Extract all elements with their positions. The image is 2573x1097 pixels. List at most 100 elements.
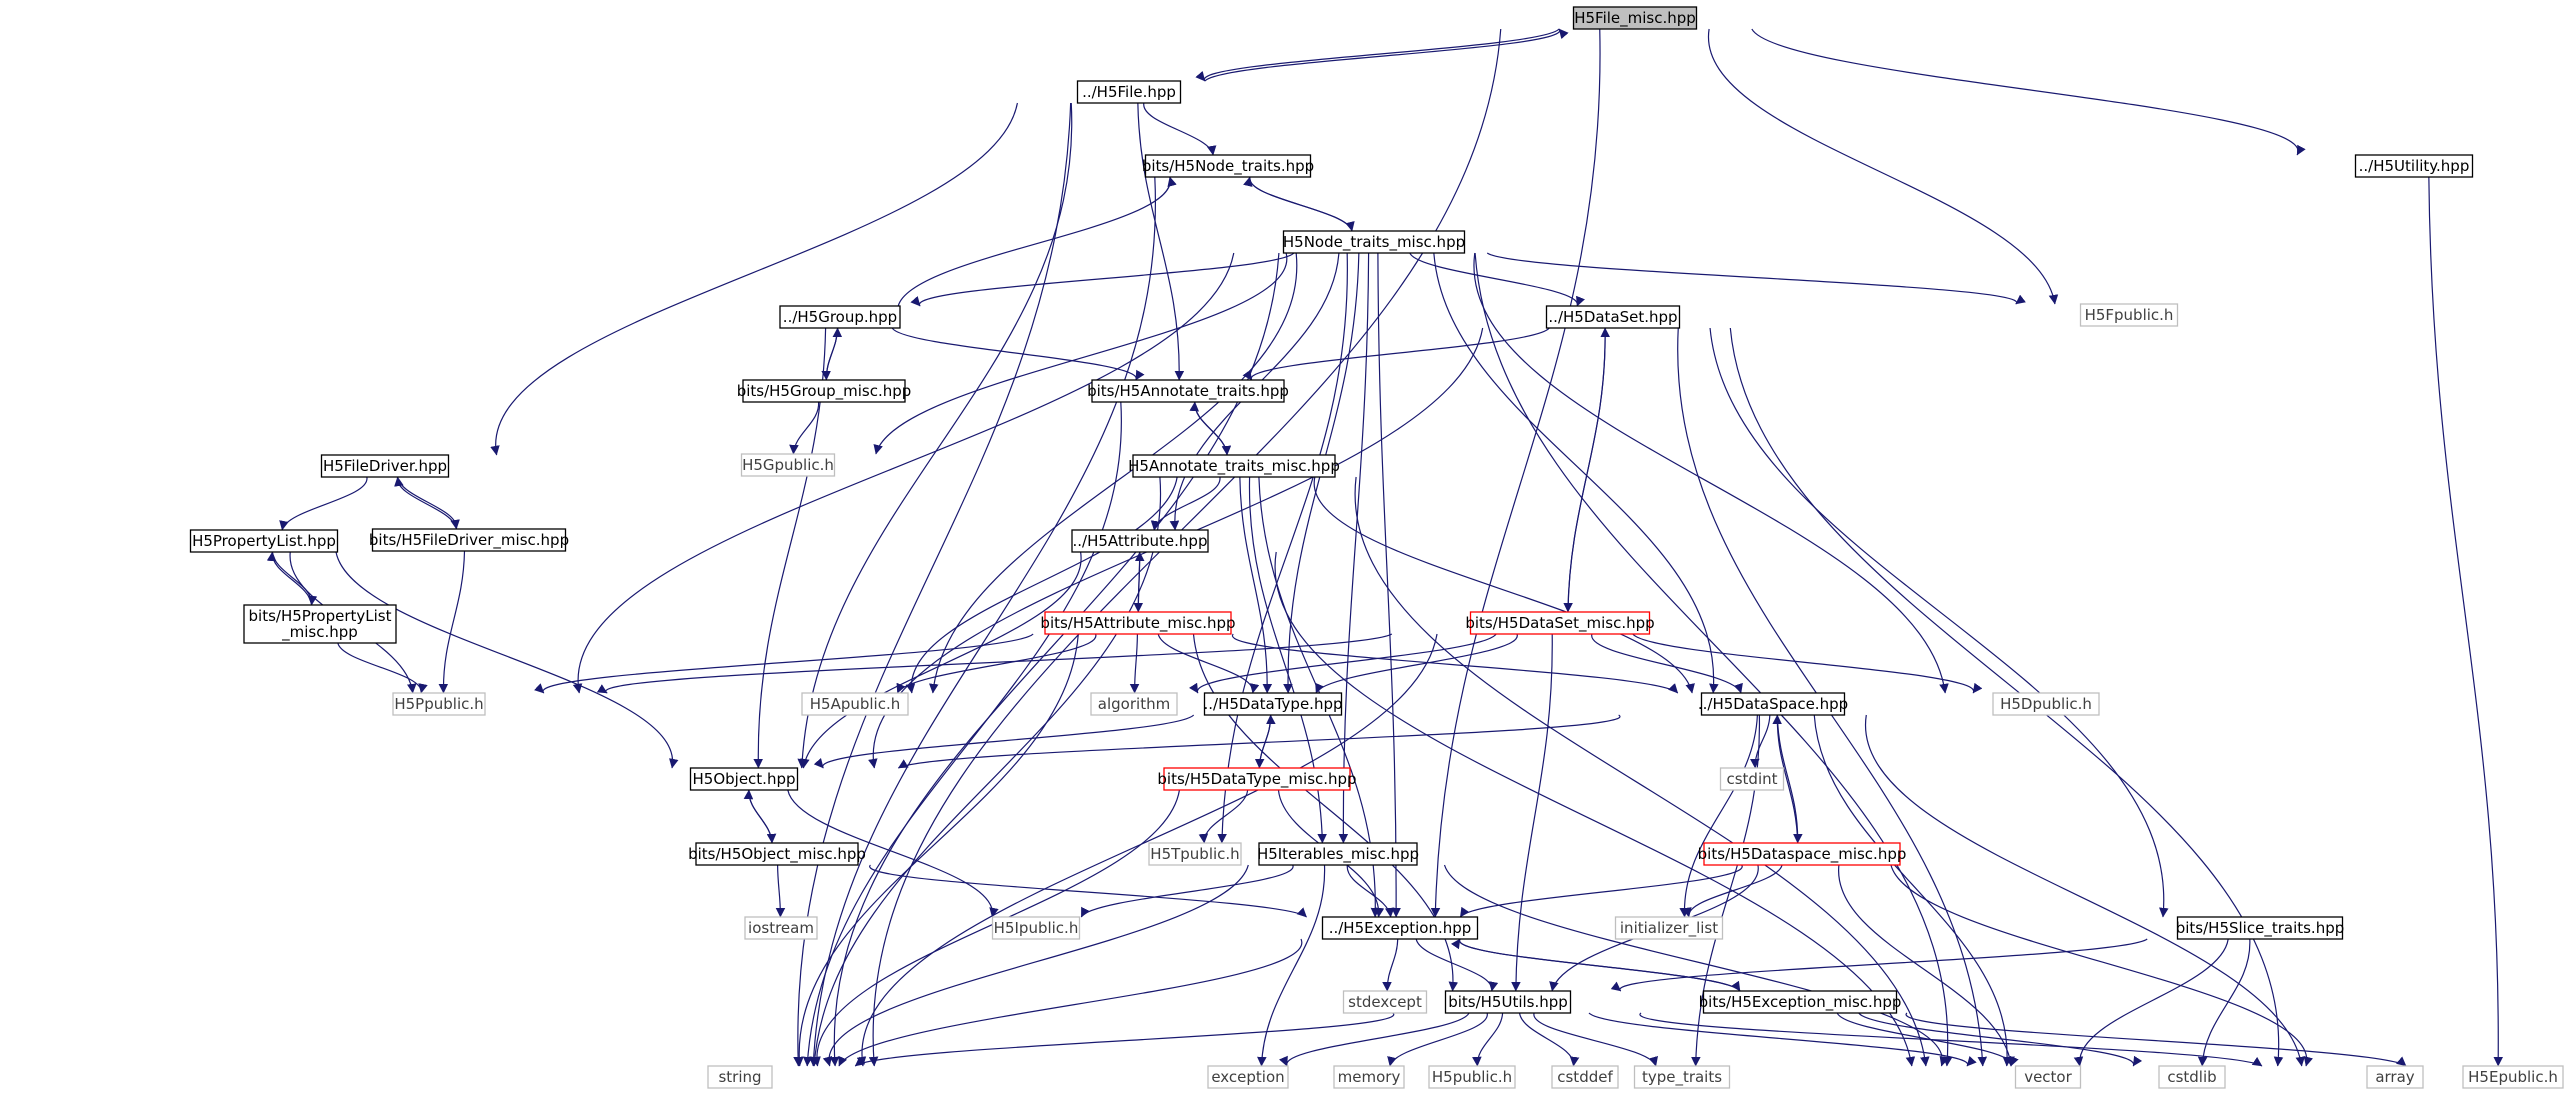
edge-dataspace-to-vector [1813, 714, 2013, 1067]
node-datatype[interactable]: ../H5DataType.hpp [1204, 692, 1343, 716]
node-nodetraitsmisc[interactable]: H5Node_traits_misc.hpp [1282, 230, 1466, 254]
node-label: bits/H5Utils.hpp [1448, 993, 1568, 1011]
node-exceptionmisc[interactable]: bits/H5Exception_misc.hpp [1699, 990, 1902, 1014]
node-dataspacemisc[interactable]: bits/H5Dataspace_misc.hpp [1698, 842, 1907, 866]
node-label: bits/H5PropertyList [249, 607, 392, 625]
edge-exception-to-stdexcept [1382, 938, 1399, 992]
node-attrmisc[interactable]: bits/H5Attribute_misc.hpp [1040, 611, 1236, 635]
node-label: H5public.h [1432, 1068, 1512, 1086]
node-plistmisc[interactable]: bits/H5PropertyList_misc.hpp [243, 604, 397, 644]
node-ppublic: H5Ppublic.h [392, 692, 486, 716]
node-box [243, 604, 397, 644]
node-box [2176, 916, 2344, 940]
node-iterablesmisc[interactable]: H5Iterables_misc.hpp [1257, 842, 1419, 866]
node-nodetraits[interactable]: bits/H5Node_traits.hpp [1142, 154, 1314, 178]
edge-annotatemisc-to-datatype [1239, 476, 1273, 694]
node-box [2462, 1065, 2564, 1089]
edge-file-to-annotate [1137, 102, 1185, 381]
node-box [189, 529, 339, 553]
node-ipublic: H5Ipublic.h [991, 916, 1081, 940]
node-label: H5Ipublic.h [994, 919, 1079, 937]
edge-objectmisc-to-iostream [775, 864, 786, 918]
node-label: H5Iterables_misc.hpp [1257, 845, 1419, 864]
edge-datasetmisc-to-dataset [1567, 327, 1610, 613]
edge-plistmisc-to-ppublic [337, 642, 428, 694]
edge-filedriver-to-filedrivermisc [396, 476, 460, 530]
edge-nodetraitsmisc-to-exception [1377, 252, 1401, 918]
node-utility[interactable]: ../H5Utility.hpp [2354, 154, 2474, 178]
node-root[interactable]: H5File_misc.hpp [1572, 6, 1698, 30]
node-array: array [2366, 1065, 2424, 1089]
node-file[interactable]: ../H5File.hpp [1076, 80, 1182, 104]
edge-annotatemisc-to-apublic [905, 476, 1178, 694]
node-box [1545, 305, 1681, 329]
node-filedrivermisc[interactable]: bits/H5FileDriver_misc.hpp [369, 528, 569, 552]
node-slicetraits[interactable]: bits/H5Slice_traits.hpp [2176, 916, 2345, 940]
node-label: memory [1338, 1068, 1401, 1086]
node-groupmisc[interactable]: bits/H5Group_misc.hpp [737, 379, 912, 403]
node-box [1091, 379, 1285, 403]
node-box [991, 916, 1081, 940]
edge-dataspacemisc-to-exception [1459, 864, 1743, 918]
node-datasetmisc[interactable]: bits/H5DataSet_misc.hpp [1465, 611, 1655, 635]
node-filedriver[interactable]: H5FileDriver.hpp [320, 454, 450, 478]
node-box [1992, 692, 2100, 716]
node-propertylist[interactable]: H5PropertyList.hpp [189, 529, 339, 553]
edge-exceptionmisc-to-exception [1450, 938, 1741, 992]
node-box [1144, 154, 1312, 178]
node-annotate[interactable]: bits/H5Annotate_traits.hpp [1087, 379, 1289, 403]
node-memory: memory [1333, 1065, 1405, 1089]
node-stdexception: exception [1207, 1065, 1289, 1089]
node-box [1090, 692, 1178, 716]
edge-attribute-to-vector [1274, 551, 1916, 1067]
node-datatypemisc[interactable]: bits/H5DataType_misc.hpp [1157, 767, 1357, 791]
node-label: H5PropertyList.hpp [192, 532, 336, 550]
node-attribute[interactable]: ../H5Attribute.hpp [1071, 529, 1209, 553]
node-box [1444, 990, 1572, 1014]
edge-dataset-to-annotate [1242, 327, 1550, 381]
edge-datasetmisc-to-ppublic [596, 633, 1393, 694]
node-label: stdexcept [1348, 993, 1422, 1011]
edge-file-to-object [797, 102, 1073, 769]
node-group[interactable]: ../H5Group.hpp [779, 305, 901, 329]
node-objectmisc[interactable]: bits/H5Object_misc.hpp [688, 842, 866, 866]
node-box [1132, 454, 1336, 478]
node-annotatemisc[interactable]: H5Annotate_traits_misc.hpp [1128, 454, 1340, 478]
node-box [2366, 1065, 2424, 1089]
node-label: algorithm [1098, 695, 1170, 713]
node-fpublic: H5Fpublic.h [2079, 303, 2179, 327]
node-dataspace[interactable]: ../H5DataSpace.hpp [1698, 692, 1848, 716]
node-box [1572, 6, 1698, 30]
node-label: bits/H5DataType_misc.hpp [1157, 770, 1356, 789]
node-box [1076, 80, 1182, 104]
node-label: bits/H5Attribute_misc.hpp [1040, 614, 1235, 633]
node-exception[interactable]: ../H5Exception.hpp [1321, 916, 1479, 940]
edge-datasetmisc-to-string [856, 633, 1438, 1067]
edge-utils-to-array [1639, 1012, 2263, 1067]
edge-file-to-filedriver [490, 102, 1018, 456]
node-box [1700, 692, 1846, 716]
node-utils[interactable]: bits/H5Utils.hpp [1444, 990, 1572, 1014]
edge-iterablesmisc-to-vector [1443, 864, 1949, 1067]
edge-attrmisc-to-apublic [896, 633, 1097, 694]
edge-dataspace-to-initlist [1679, 714, 1758, 918]
edge-datasetmisc-to-algorithm [1189, 633, 1497, 694]
node-label: H5Fpublic.h [2085, 306, 2174, 324]
edge-group-to-nodetraits [897, 176, 1177, 307]
node-label: _misc.hpp [281, 623, 358, 642]
node-dataset[interactable]: ../H5DataSet.hpp [1545, 305, 1681, 329]
node-label: ../H5Exception.hpp [1329, 919, 1472, 937]
node-object[interactable]: H5Object.hpp [689, 767, 799, 791]
node-box [320, 454, 450, 478]
node-box [1258, 842, 1418, 866]
node-box [740, 453, 836, 477]
edge-nodetraitsmisc-to-ppublic [572, 252, 1235, 694]
node-dpublic: H5Dpublic.h [1992, 692, 2100, 716]
edge-attrmisc-to-string [794, 633, 1079, 1067]
node-box [392, 692, 486, 716]
node-box [371, 528, 567, 552]
edge-nodetraitsmisc-to-dataspace [1433, 252, 1719, 694]
node-box [1148, 842, 1242, 866]
node-label: bits/H5FileDriver_misc.hpp [369, 531, 569, 550]
